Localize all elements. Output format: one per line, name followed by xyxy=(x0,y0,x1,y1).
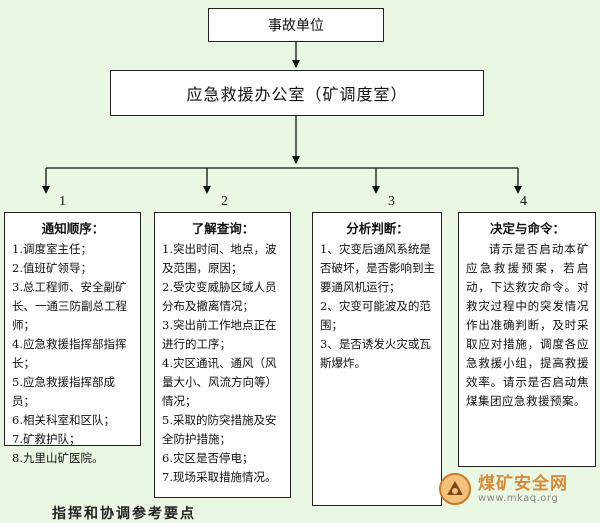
step-4-number: 4 xyxy=(520,194,527,209)
list-item: 3.突出前工作地点正在进行的工序； xyxy=(162,318,277,351)
step-1-number: 1 xyxy=(59,194,66,209)
list-item: 5.采取的防突措施及安全防护措施； xyxy=(162,413,277,446)
accident-unit-label: 事故单位 xyxy=(268,18,324,34)
step-2-list: 1.突出时间、地点，波及范围，原因； 2.受灾变威胁区域人员分布及撤离情况； 3… xyxy=(162,240,284,487)
list-item: 6.灾区是否停电； xyxy=(162,451,254,465)
step-1-list: 1.调度室主任； 2.值班矿领导； 3.总工程师、安全副矿长、一通三防副总工程师… xyxy=(12,240,134,468)
bottom-heading: 指挥和协调参考要点 xyxy=(52,506,196,522)
step-1-notify-box: 通知顺序： 1.调度室主任； 2.值班矿领导； 3.总工程师、安全副矿长、一通三… xyxy=(4,212,141,465)
list-item: 2.值班矿领导； xyxy=(12,261,92,275)
list-item: 4.应急救援指挥部指挥长； xyxy=(12,337,127,370)
watermark: 煤矿安全网 www.mkaq.org xyxy=(438,466,598,512)
list-item: 8.九里山矿医院。 xyxy=(12,451,104,465)
list-item: 2.受灾变威胁区域人员分布及撤离情况； xyxy=(162,280,277,313)
step-4-decision-box: 决定与命令： 请示是否启动本矿应急救援预案，若启动，下达救灾命令。对救灾过程中的… xyxy=(458,212,596,467)
watermark-url: www.mkaq.org xyxy=(478,492,559,504)
list-item: 2、灾变可能波及的范围； xyxy=(320,299,431,332)
step-2-inquiry-box: 了解查询： 1.突出时间、地点，波及范围，原因； 2.受灾变威胁区域人员分布及撤… xyxy=(154,212,291,498)
emergency-office-label: 应急救援办公室（矿调度室） xyxy=(186,85,408,104)
watermark-text: 煤矿安全网 xyxy=(478,473,568,494)
list-item: 3、是否诱发火灾或瓦斯爆炸。 xyxy=(320,337,431,370)
step-2-number: 2 xyxy=(221,194,228,209)
list-item: 7.现场采取措施情况。 xyxy=(162,470,277,484)
list-item: 4.灾区通讯、通风（风量大小、风流方向等）情况； xyxy=(162,356,277,408)
step-1-title: 通知顺序： xyxy=(41,221,105,236)
accident-unit-box: 事故单位 xyxy=(208,8,384,42)
step-3-list: 1、灾变后通风系统是否破坏，是否影响到主要通风机运行； 2、灾变可能波及的范围；… xyxy=(320,240,435,373)
step-4-title: 决定与命令： xyxy=(489,221,565,236)
step-4-body: 请示是否启动本矿应急救援预案，若启动，下达救灾命令。对救灾过程中的突发情况作出准… xyxy=(466,242,589,408)
step-3-number: 3 xyxy=(388,194,395,209)
list-item: 7.矿救护队； xyxy=(12,432,81,446)
list-item: 5.应急救援指挥部成员； xyxy=(12,375,115,408)
list-item: 1.调度室主任； xyxy=(12,242,92,256)
list-item: 3.总工程师、安全副矿长、一通三防副总工程师； xyxy=(12,280,127,332)
list-item: 1、灾变后通风系统是否破坏，是否影响到主要通风机运行； xyxy=(320,242,435,294)
mine-safety-logo-icon xyxy=(439,473,471,505)
list-item: 1.突出时间、地点，波及范围，原因； xyxy=(162,242,277,275)
step-3-analysis-box: 分析判断： 1、灾变后通风系统是否破坏，是否影响到主要通风机运行； 2、灾变可能… xyxy=(312,212,442,506)
emergency-office-box: 应急救援办公室（矿调度室） xyxy=(110,70,484,116)
step-3-title: 分析判断： xyxy=(346,221,409,236)
list-item: 6.相关科室和区队； xyxy=(12,413,115,427)
step-2-title: 了解查询： xyxy=(191,221,255,236)
